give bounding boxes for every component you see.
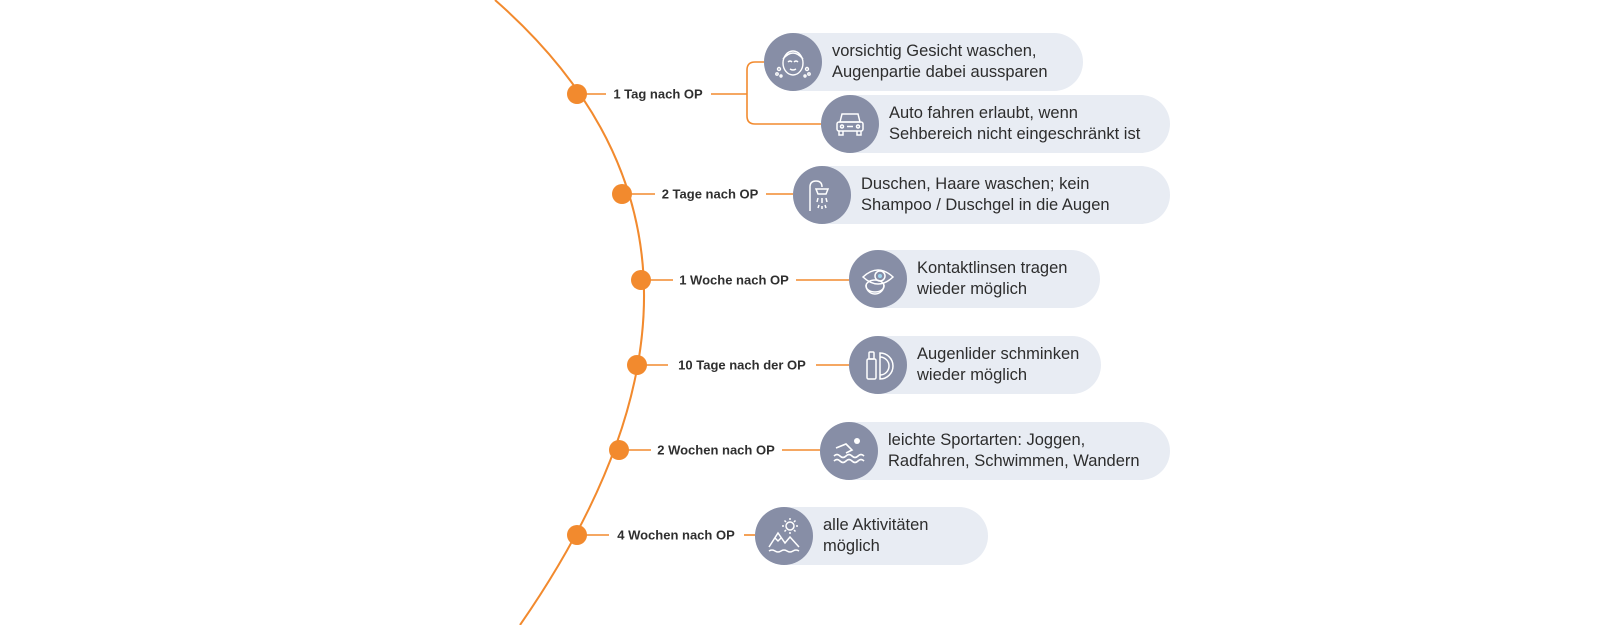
activity-text: Auto fahren erlaubt, wenn Sehbereich nic… [889, 103, 1156, 145]
activity-sports: leichte Sportarten: Joggen, Radfahren, S… [820, 422, 1170, 480]
activity-line: möglich [823, 537, 880, 555]
car-icon [821, 95, 879, 153]
timeline-node-6 [567, 525, 587, 545]
swimming-icon [820, 422, 878, 480]
activity-line: Radfahren, Schwimmen, Wandern [888, 452, 1140, 470]
activity-text: Kontaktlinsen tragen wieder möglich [917, 258, 1086, 300]
timeline-node-2 [612, 184, 632, 204]
activity-face-washing: vorsichtig Gesicht waschen, Augenpartie … [764, 33, 1083, 91]
contact-lens-icon [849, 250, 907, 308]
activity-line: Augenpartie dabei aussparen [832, 63, 1048, 81]
activity-line: vorsichtig Gesicht waschen, [832, 42, 1037, 60]
activity-line: Duschen, Haare waschen; kein [861, 175, 1090, 193]
activity-line: wieder möglich [917, 366, 1028, 384]
activity-line: Augenlider schminken [917, 345, 1080, 363]
activity-text: Augenlider schminken wieder möglich [917, 344, 1087, 386]
step-label-3: 1 Woche nach OP [675, 272, 793, 288]
mountain-sun-icon [755, 507, 813, 565]
shower-icon [793, 166, 851, 224]
activity-line: leichte Sportarten: Joggen, [888, 431, 1086, 449]
activity-contact-lenses: Kontaktlinsen tragen wieder möglich [849, 250, 1100, 308]
activity-driving: Auto fahren erlaubt, wenn Sehbereich nic… [821, 95, 1170, 153]
step-label-2: 2 Tage nach OP [657, 186, 763, 202]
makeup-icon [849, 336, 907, 394]
activity-makeup: Augenlider schminken wieder möglich [849, 336, 1101, 394]
timeline-node-3 [631, 270, 651, 290]
face-washing-icon [764, 33, 822, 91]
step-label-1: 1 Tag nach OP [609, 86, 707, 102]
step-label-4: 10 Tage nach der OP [674, 357, 810, 373]
activity-showering: Duschen, Haare waschen; kein Shampoo / D… [793, 166, 1170, 224]
activity-all: alle Aktivitäten möglich [755, 507, 988, 565]
step-label-6: 4 Wochen nach OP [613, 527, 739, 543]
activity-line: Kontaktlinsen tragen [917, 259, 1068, 277]
activity-text: leichte Sportarten: Joggen, Radfahren, S… [888, 430, 1156, 472]
timeline-node-4 [627, 355, 647, 375]
timeline-node-1 [567, 84, 587, 104]
activity-text: vorsichtig Gesicht waschen, Augenpartie … [832, 41, 1069, 83]
branch-connector [746, 61, 821, 125]
step-label-5: 2 Wochen nach OP [653, 442, 779, 458]
activity-line: Sehbereich nicht eingeschränkt ist [889, 125, 1141, 143]
activity-line: Shampoo / Duschgel in die Augen [861, 196, 1110, 214]
timeline-node-5 [609, 440, 629, 460]
activity-line: Auto fahren erlaubt, wenn [889, 104, 1078, 122]
activity-text: Duschen, Haare waschen; kein Shampoo / D… [861, 174, 1156, 216]
activity-text: alle Aktivitäten möglich [823, 515, 974, 557]
activity-line: alle Aktivitäten [823, 516, 929, 534]
activity-line: wieder möglich [917, 280, 1028, 298]
